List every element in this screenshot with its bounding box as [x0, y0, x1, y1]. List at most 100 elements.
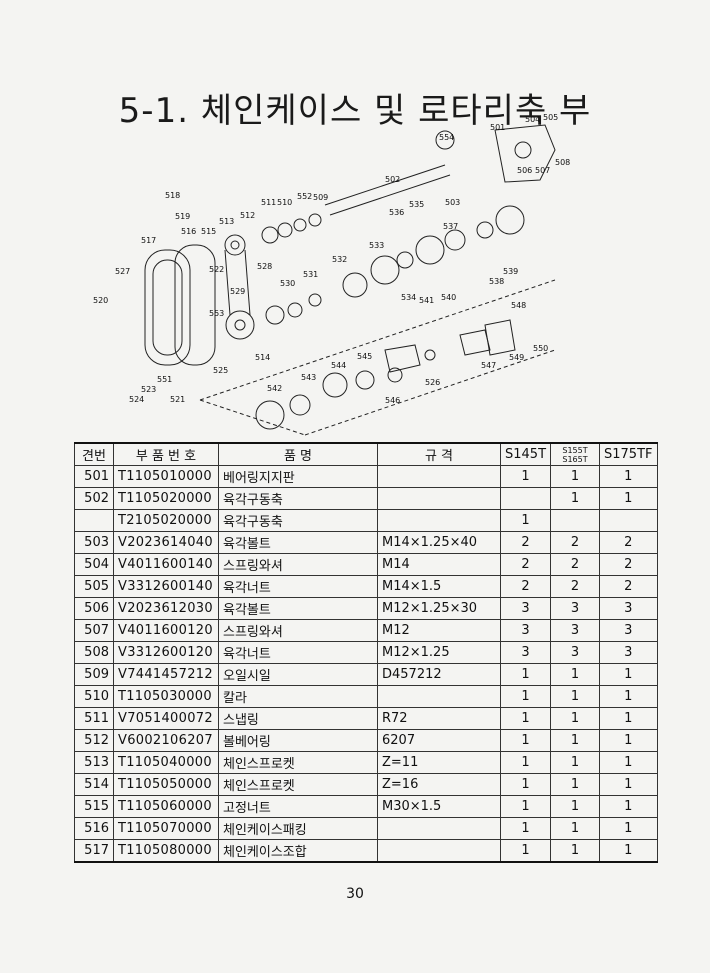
cell-spec: Z=11 — [377, 751, 501, 774]
cell-no: 516 — [74, 817, 114, 840]
cell-no: 517 — [74, 839, 114, 863]
cell-q1: 2 — [499, 531, 552, 554]
cell-name: 칼라 — [218, 685, 378, 708]
callout-547: 547 — [481, 361, 496, 370]
cell-q2: 1 — [550, 685, 601, 708]
callout-528: 528 — [257, 262, 272, 271]
cell-q3: 1 — [599, 839, 658, 863]
cell-spec: 6207 — [377, 729, 501, 752]
cell-q1: 3 — [499, 619, 552, 642]
cell-name: 스냅링 — [218, 707, 378, 730]
cell-code: V6002106207 — [113, 729, 219, 752]
cell-code: V2023612030 — [113, 597, 219, 620]
cell-name: 체인케이스조합 — [218, 839, 378, 863]
cell-code: T1105020000 — [113, 487, 219, 510]
callout-531: 531 — [303, 270, 318, 279]
cell-q1: 1 — [499, 685, 552, 708]
callout-510: 510 — [277, 198, 292, 207]
cell-q2: 2 — [550, 553, 601, 576]
callout-529: 529 — [230, 287, 245, 296]
cell-code: V4011600140 — [113, 553, 219, 576]
cell-name: 육각너트 — [218, 641, 378, 664]
cell-spec: R72 — [377, 707, 501, 730]
callout-504: 504 — [525, 115, 540, 124]
cell-q3: 1 — [599, 465, 658, 488]
cell-no: 505 — [74, 575, 114, 598]
cell-code: V2023614040 — [113, 531, 219, 554]
callout-516: 516 — [181, 227, 196, 236]
header-s165t: S165T — [562, 454, 588, 464]
cell-q3: 1 — [599, 707, 658, 730]
cell-q2: 1 — [550, 729, 601, 752]
cell-q3: 2 — [599, 553, 658, 576]
cell-q1: 1 — [499, 707, 552, 730]
callout-505: 505 — [543, 113, 558, 122]
cell-no: 502 — [74, 487, 114, 510]
cell-no: 515 — [74, 795, 114, 818]
cell-q2: 3 — [550, 619, 601, 642]
cell-no: 507 — [74, 619, 114, 642]
cell-q2: 1 — [550, 751, 601, 774]
callout-533: 533 — [369, 241, 384, 250]
cell-q3: 1 — [599, 663, 658, 686]
callout-514: 514 — [255, 353, 270, 362]
cell-code: V4011600120 — [113, 619, 219, 642]
header-spec: 규 격 — [377, 442, 501, 466]
callout-501: 501 — [490, 123, 505, 132]
page-number: 30 — [346, 886, 364, 902]
callout-507: 507 — [535, 166, 550, 175]
callout-530: 530 — [280, 279, 295, 288]
cell-q1: 1 — [499, 465, 552, 488]
cell-q3: 1 — [599, 773, 658, 796]
cell-q3: 1 — [599, 751, 658, 774]
cell-q2: 3 — [550, 597, 601, 620]
cell-q1: 2 — [499, 553, 552, 576]
cell-spec — [377, 487, 501, 510]
callout-552: 552 — [297, 192, 312, 201]
cell-spec — [377, 685, 501, 708]
cell-name: 스프링와셔 — [218, 553, 378, 576]
cell-spec: M12 — [377, 619, 501, 642]
header-name: 품 명 — [218, 442, 378, 466]
cell-name: 체인스프로켓 — [218, 773, 378, 796]
cell-spec: M14×1.5 — [377, 575, 501, 598]
header-s175tf: S175TF — [599, 442, 658, 466]
cell-spec: M30×1.5 — [377, 795, 501, 818]
cell-code: T2105020000 — [113, 509, 219, 532]
cell-name: 육각구동축 — [218, 509, 378, 532]
cell-q2: 1 — [550, 707, 601, 730]
cell-no: 509 — [74, 663, 114, 686]
cell-no: 514 — [74, 773, 114, 796]
cell-name: 육각볼트 — [218, 531, 378, 554]
callout-540: 540 — [441, 293, 456, 302]
cell-q1: 1 — [499, 839, 552, 863]
cell-spec: M14×1.25×40 — [377, 531, 501, 554]
cell-q1: 1 — [499, 509, 552, 532]
callout-503: 503 — [445, 198, 460, 207]
cell-spec: Z=16 — [377, 773, 501, 796]
cell-no: 503 — [74, 531, 114, 554]
callout-513: 513 — [219, 217, 234, 226]
callout-521: 521 — [170, 395, 185, 404]
cell-q1: 1 — [499, 663, 552, 686]
cell-q2: 1 — [550, 839, 601, 863]
cell-q1: 1 — [499, 817, 552, 840]
callout-502: 502 — [385, 175, 400, 184]
callout-544: 544 — [331, 361, 346, 370]
cell-spec — [377, 817, 501, 840]
cell-no: 511 — [74, 707, 114, 730]
cell-q3: 3 — [599, 641, 658, 664]
callout-526: 526 — [425, 378, 440, 387]
